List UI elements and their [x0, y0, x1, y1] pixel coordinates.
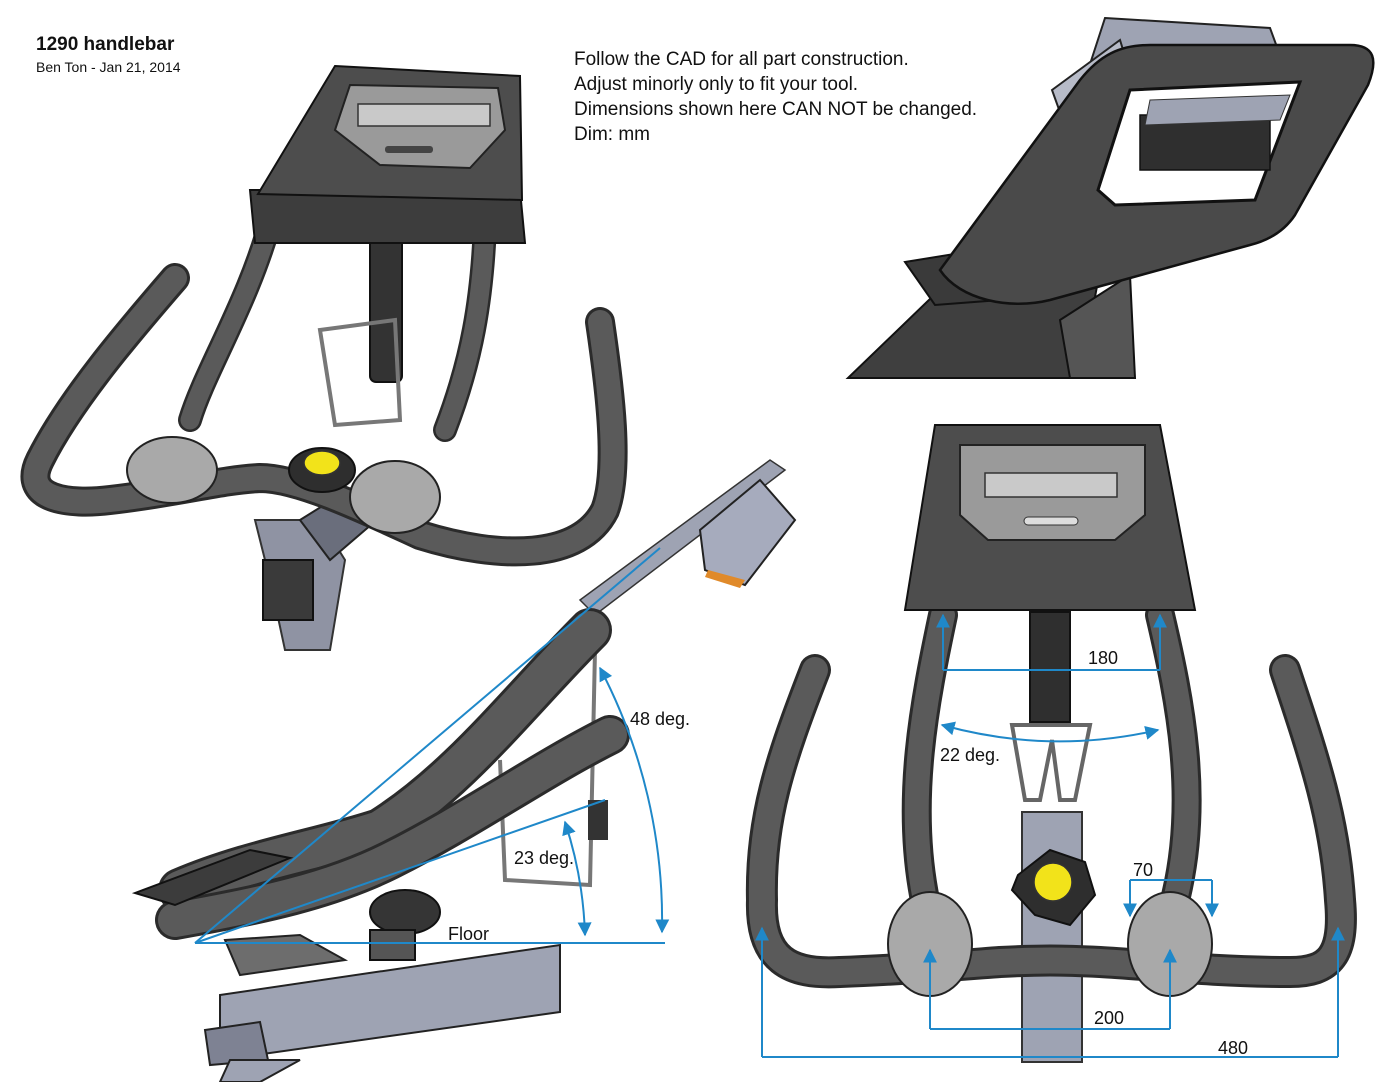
floor-label: Floor — [448, 924, 489, 944]
construction-notes: Follow the CAD for all part construction… — [574, 47, 977, 147]
dim-70-label: 70 — [1133, 860, 1153, 880]
drawing-author-date: Ben Ton - Jan 21, 2014 — [36, 59, 181, 75]
perspective-view — [20, 64, 628, 651]
note-line: Adjust minorly only to fit your tool. — [574, 74, 859, 95]
note-line: Dimensions shown here CAN NOT be changed… — [574, 99, 978, 120]
note-line: Follow the CAD for all part construction… — [574, 49, 909, 70]
console-closeup-view — [845, 16, 1375, 379]
dim-180-label: 180 — [1088, 648, 1118, 668]
side-view: 48 deg. 23 deg. Floor — [131, 459, 797, 1083]
angle-23-label: 23 deg. — [514, 848, 574, 868]
dim-22-label: 22 deg. — [940, 745, 1000, 765]
dim-200-label: 200 — [1094, 1008, 1124, 1028]
angle-48-label: 48 deg. — [630, 709, 690, 729]
note-line: Dim: mm — [574, 124, 650, 145]
drawing-title: 1290 handlebar — [36, 34, 175, 55]
dim-480-label: 480 — [1218, 1038, 1248, 1058]
front-view: 180 22 deg. 70 200 480 — [745, 424, 1357, 1063]
